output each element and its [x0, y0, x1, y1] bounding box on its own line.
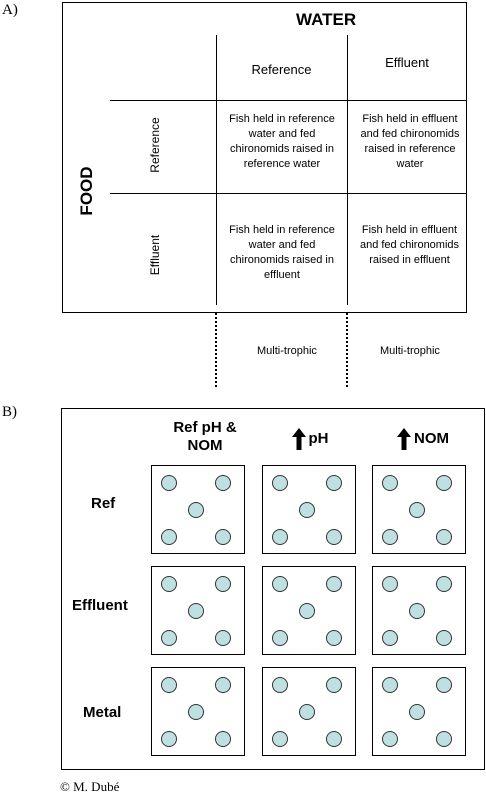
divider-horizontal-top — [110, 100, 467, 101]
fish-circle-icon — [382, 576, 398, 592]
cell-effluent-effluent: Fish held in effluent and fed chironomid… — [359, 224, 460, 266]
panel-a-label: A) — [2, 2, 18, 18]
fish-circle-icon — [326, 475, 342, 491]
panel-b-frame — [61, 408, 485, 770]
fish-circle-icon — [436, 475, 452, 491]
fish-circle-icon — [161, 677, 177, 693]
fish-circle-icon — [161, 475, 177, 491]
fish-circle-icon — [272, 630, 288, 646]
multi-trophic-label-right: Multi-trophic — [380, 345, 440, 357]
row-header-reference: Reference — [148, 117, 162, 173]
fish-circle-icon — [299, 704, 315, 720]
fish-circle-icon — [436, 529, 452, 545]
col-header-ref-ph-nom: Ref pH & NOM — [173, 419, 237, 454]
credit: © M. Dubé — [60, 779, 120, 794]
fish-circle-icon — [161, 731, 177, 747]
fish-circle-icon — [272, 731, 288, 747]
up-arrow-icon — [291, 428, 306, 450]
tank-2-2 — [262, 566, 356, 655]
tank-2-1 — [151, 566, 245, 655]
fish-circle-icon — [272, 677, 288, 693]
fish-circle-icon — [272, 529, 288, 545]
fish-circle-icon — [215, 731, 231, 747]
fish-circle-icon — [326, 677, 342, 693]
fish-circle-icon — [272, 475, 288, 491]
tank-3-3 — [372, 667, 466, 756]
fish-circle-icon — [188, 502, 204, 518]
fish-circle-icon — [272, 576, 288, 592]
fish-circle-icon — [215, 677, 231, 693]
row-header-ref: Ref — [91, 495, 116, 512]
fish-circle-icon — [161, 529, 177, 545]
fish-circle-icon — [326, 576, 342, 592]
fish-circle-icon — [299, 502, 315, 518]
fish-circle-icon — [161, 576, 177, 592]
fish-circle-icon — [188, 704, 204, 720]
fish-circle-icon — [215, 475, 231, 491]
fish-circle-icon — [382, 731, 398, 747]
fish-circle-icon — [436, 677, 452, 693]
fish-circle-icon — [188, 603, 204, 619]
panel-b-label: B) — [2, 404, 17, 420]
col-header-nom: NOM — [378, 428, 468, 450]
fish-circle-icon — [215, 630, 231, 646]
fish-circle-icon — [409, 502, 425, 518]
multi-trophic-label-left: Multi-trophic — [257, 345, 317, 357]
fish-circle-icon — [382, 677, 398, 693]
food-header: FOOD — [77, 166, 96, 216]
col-header-nom-label: NOM — [414, 429, 449, 447]
col-header-ph-label: pH — [308, 429, 329, 447]
tank-1-1 — [151, 465, 245, 554]
cell-reference-reference: Fish held in reference water and fed chi… — [229, 113, 335, 170]
row-header-metal: Metal — [83, 704, 122, 721]
fish-circle-icon — [436, 731, 452, 747]
fish-circle-icon — [326, 731, 342, 747]
cell-effluent-reference: Fish held in reference water and fed chi… — [229, 224, 335, 281]
tank-2-3 — [372, 566, 466, 655]
fish-circle-icon — [326, 529, 342, 545]
tank-1-3 — [372, 465, 466, 554]
divider-vertical-right — [347, 35, 348, 305]
fish-circle-icon — [382, 529, 398, 545]
fish-circle-icon — [382, 475, 398, 491]
fish-circle-icon — [436, 576, 452, 592]
fish-circle-icon — [409, 603, 425, 619]
fish-circle-icon — [215, 576, 231, 592]
divider-horizontal-middle — [110, 193, 467, 194]
fish-circle-icon — [382, 630, 398, 646]
fish-circle-icon — [161, 630, 177, 646]
tank-1-2 — [262, 465, 356, 554]
up-arrow-icon — [397, 428, 411, 450]
tank-3-1 — [151, 667, 245, 756]
cell-reference-effluent: Fish held in effluent and fed chironomid… — [360, 113, 460, 170]
fish-circle-icon — [215, 529, 231, 545]
row-header-effluent: Effluent — [148, 234, 162, 276]
col-header-reference: Reference — [251, 62, 312, 77]
water-header: WATER — [296, 10, 357, 29]
tank-3-2 — [262, 667, 356, 756]
panel-a-frame — [62, 2, 467, 313]
fish-circle-icon — [409, 704, 425, 720]
dotted-line-right — [346, 313, 348, 387]
col-header-effluent: Effluent — [385, 55, 429, 70]
dotted-line-left — [215, 313, 217, 387]
fish-circle-icon — [436, 630, 452, 646]
divider-vertical-left — [216, 35, 217, 305]
fish-circle-icon — [299, 603, 315, 619]
fish-circle-icon — [326, 630, 342, 646]
row-header-effluent: Effluent — [72, 597, 128, 614]
col-header-ph: pH — [265, 428, 355, 450]
